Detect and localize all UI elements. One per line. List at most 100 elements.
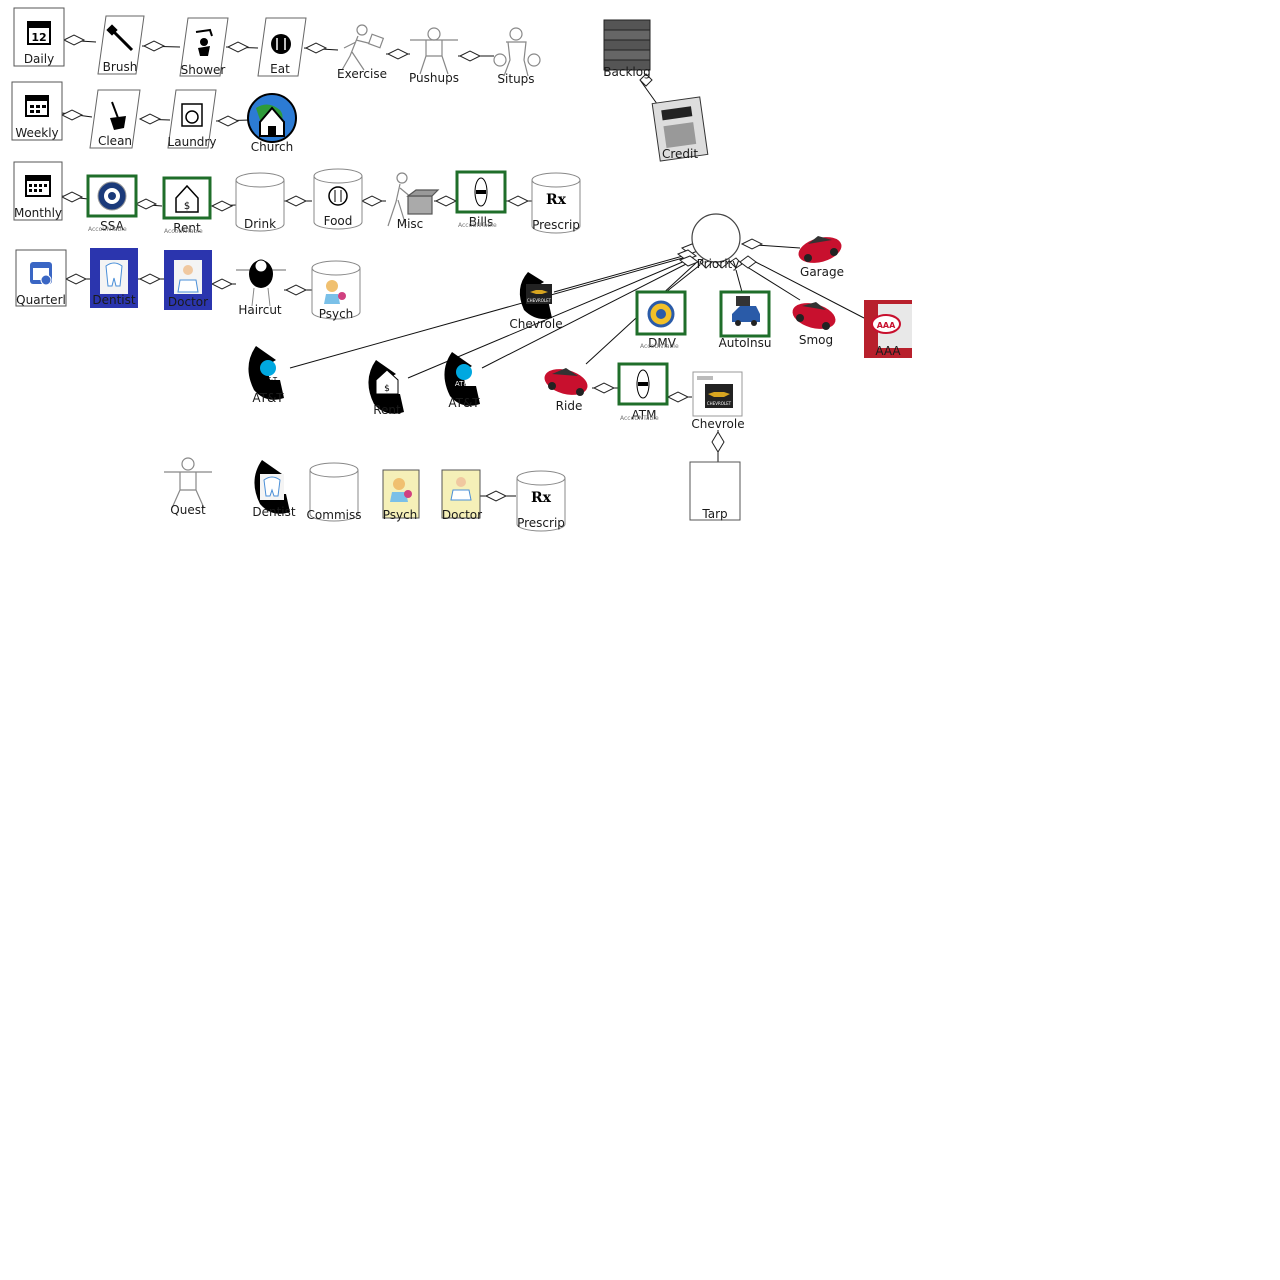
node-food[interactable]: Food (313, 168, 363, 230)
node-autoinsu[interactable]: AutoInsu (719, 290, 772, 350)
label-quest: Quest (170, 503, 206, 517)
node-rent-phone[interactable]: $ Rent (368, 360, 404, 417)
node-haircut[interactable]: Haircut (236, 259, 286, 317)
node-tarp[interactable]: Tarp (689, 461, 741, 521)
node-exercise[interactable]: Exercise (337, 24, 387, 81)
label-commiss: Commiss (307, 508, 362, 522)
label-garage: Garage (800, 265, 844, 279)
node-doctor[interactable]: Doctor (164, 250, 212, 310)
tooth-icon (100, 260, 128, 294)
accountable-caption-ssa: AccoUNTable (88, 226, 127, 233)
label-exercise: Exercise (337, 67, 387, 81)
aaa-logo-glyph: AAA (877, 321, 896, 330)
node-credit[interactable]: Credit (651, 96, 709, 162)
dmv-seal-icon (647, 300, 675, 328)
node-chevrole-card[interactable]: CHEVROLET Chevrole (691, 371, 745, 431)
node-quarterly[interactable]: Quarterl (15, 249, 67, 307)
bill-slot-icon (474, 177, 488, 207)
label-prescrip2: Prescrip (517, 516, 565, 530)
label-dmv: DMV (648, 336, 677, 350)
label-haircut: Haircut (238, 303, 282, 317)
red-car-icon (544, 368, 588, 396)
node-aaa[interactable]: AAA AAA (864, 300, 912, 358)
church-globe-icon (247, 93, 297, 143)
doctor-icon (450, 477, 472, 501)
node-atm[interactable]: ATM AccoUNTable (617, 362, 669, 422)
label-autoinsu: AutoInsu (719, 336, 772, 350)
node-att-right[interactable]: AT&T AT&T (444, 352, 480, 410)
chevrolet-card-icon: CHEVROLET (697, 376, 733, 408)
rx-glyph-2: Rx (531, 490, 552, 506)
label-chevrole-phone: Chevrole (509, 317, 562, 331)
person-outline-icon (164, 457, 212, 509)
node-shower[interactable]: Shower (179, 17, 229, 77)
calendar-clock-icon (30, 262, 52, 286)
accountable-caption-rent: AccoUNTable (164, 228, 203, 235)
accountable-caption-atm: AccoUNTable (620, 415, 659, 422)
node-drink[interactable]: Drink (235, 172, 285, 232)
label-ssa: SSA (100, 219, 124, 233)
node-dentist[interactable]: Dentist (90, 248, 138, 308)
calculator-icon (651, 96, 709, 162)
label-daily: Daily (24, 52, 54, 66)
node-clean[interactable]: Clean (89, 89, 141, 149)
calendar-day-glyph: 12 (31, 31, 46, 44)
node-laundry[interactable]: Laundry (167, 89, 217, 149)
label-att-left: AT&T (252, 391, 284, 405)
node-psych[interactable]: Psych (311, 260, 361, 321)
phone-att-icon: AT&T (248, 346, 284, 400)
cylinder-icon (309, 462, 359, 522)
label-shower: Shower (181, 63, 226, 77)
node-smog[interactable]: Smog (790, 299, 839, 347)
node-priority[interactable]: Priority (691, 213, 741, 271)
node-commiss[interactable]: Commiss (307, 462, 362, 522)
phone-house-icon: $ (368, 360, 404, 414)
label-church: Church (251, 140, 293, 154)
node-church[interactable]: Church (247, 93, 297, 154)
person-outline-icon (410, 27, 458, 75)
node-situps[interactable]: Situps (493, 27, 541, 86)
node-brush[interactable]: Brush (97, 15, 145, 75)
node-garage[interactable]: Garage (796, 233, 845, 279)
label-prescrip: Prescrip (532, 218, 580, 232)
node-dentist2[interactable]: Dentist (252, 460, 296, 519)
node-prescrip[interactable]: Rx Prescrip (531, 172, 581, 234)
node-eat[interactable]: Eat (257, 17, 307, 77)
node-quest[interactable]: Quest (164, 457, 212, 517)
label-drink: Drink (244, 217, 276, 231)
node-att-left[interactable]: AT&T AT&T (248, 346, 284, 405)
label-pushups: Pushups (409, 71, 459, 85)
node-misc[interactable]: Misc (387, 172, 440, 231)
node-dmv[interactable]: DMV AccoUNTable (635, 290, 687, 350)
label-weekly: Weekly (15, 126, 58, 140)
person-haircut-icon (236, 259, 286, 307)
node-rent[interactable]: $ Rent AccoUNTable (162, 176, 212, 235)
person-box-icon (387, 172, 440, 227)
node-pushups[interactable]: Pushups (409, 27, 459, 85)
psych-icon (390, 478, 412, 502)
atm-slot-icon (636, 369, 650, 399)
label-clean: Clean (98, 134, 132, 148)
phone-chevrolet-icon: CHEVROLET (519, 272, 552, 319)
label-att-right: AT&T (448, 396, 480, 410)
calendar-week-icon (25, 95, 49, 117)
exercise-figure-icon (341, 24, 385, 71)
node-ride[interactable]: Ride (542, 365, 591, 413)
label-dentist2: Dentist (252, 505, 296, 519)
node-ssa[interactable]: SSA AccoUNTable (86, 174, 138, 233)
node-doctor2[interactable]: Doctor (441, 469, 482, 522)
node-weekly[interactable]: Weekly (11, 81, 63, 141)
node-chevrole-phone[interactable]: CHEVROLET Chevrole (509, 272, 563, 331)
node-monthly[interactable]: Monthly (13, 161, 63, 221)
node-bills[interactable]: Bills AccoUNTable (455, 170, 507, 229)
label-priority: Priority (697, 257, 740, 271)
label-psych: Psych (319, 307, 354, 321)
label-atm: ATM (632, 408, 657, 422)
node-daily[interactable]: 12 Daily (13, 7, 65, 67)
label-brush: Brush (103, 60, 138, 74)
label-bills: Bills (469, 215, 494, 229)
accountable-caption-dmv: AccoUNTable (640, 343, 679, 350)
node-psych2[interactable]: Psych (382, 469, 420, 522)
node-backlog[interactable]: Backlog (603, 19, 651, 79)
node-prescrip2[interactable]: Rx Prescrip (516, 470, 566, 532)
